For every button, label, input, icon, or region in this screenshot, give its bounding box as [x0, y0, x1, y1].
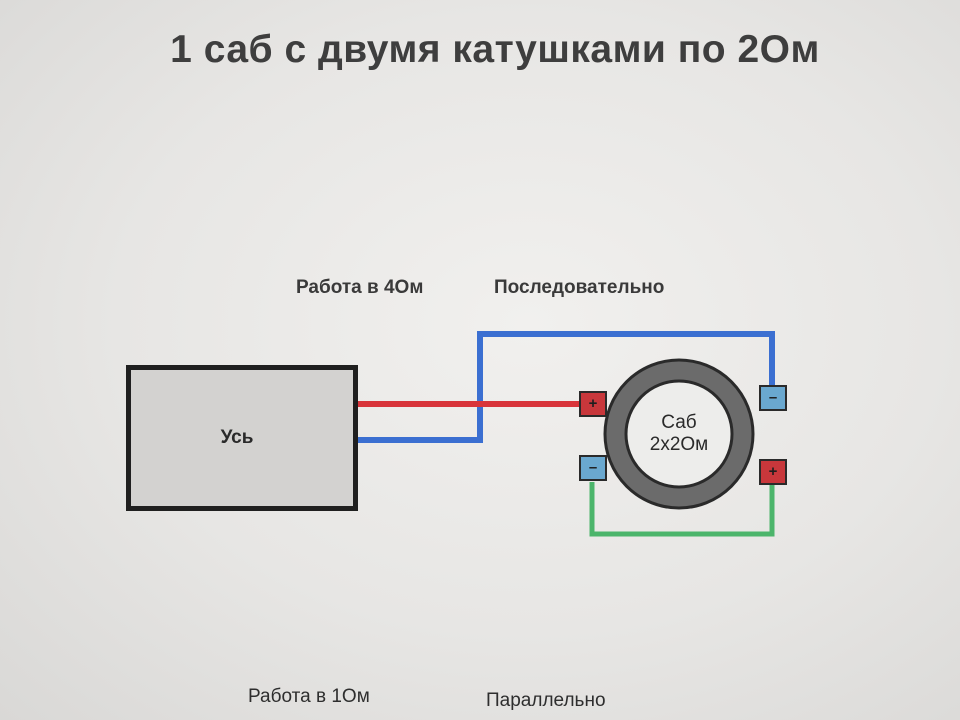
terminal-top-right-negative — [759, 385, 787, 411]
terminal-bottom-left-negative — [579, 455, 607, 481]
label-series: Последовательно — [494, 277, 665, 298]
subwoofer-label-line2: 2х2Ом — [649, 434, 709, 455]
coil-bridge-wire — [589, 482, 775, 537]
amplifier-label: Усь — [220, 427, 254, 448]
label-work-1ohm: Работа в 1Ом — [248, 686, 370, 707]
terminal-sign-top-right: – — [768, 389, 778, 406]
label-work-4ohm: Работа в 4Ом — [296, 277, 424, 298]
terminal-sign-bottom-left: – — [588, 459, 598, 476]
diagram-title: 1 саб с двумя катушками по 2Ом — [170, 28, 820, 71]
terminal-sign-top-left: + — [588, 395, 598, 412]
negative-wire — [358, 331, 775, 443]
amplifier-box: Усь — [126, 365, 358, 511]
terminal-top-left-positive — [579, 391, 607, 417]
subwoofer-cone — [624, 379, 734, 489]
terminal-sign-bottom-right: + — [768, 463, 778, 480]
label-parallel: Параллельно — [486, 690, 606, 711]
subwoofer-label: Саб 2х2Ом — [620, 412, 738, 456]
terminal-bottom-right-positive — [759, 459, 787, 485]
subwoofer-label-line1: Саб — [661, 412, 697, 433]
